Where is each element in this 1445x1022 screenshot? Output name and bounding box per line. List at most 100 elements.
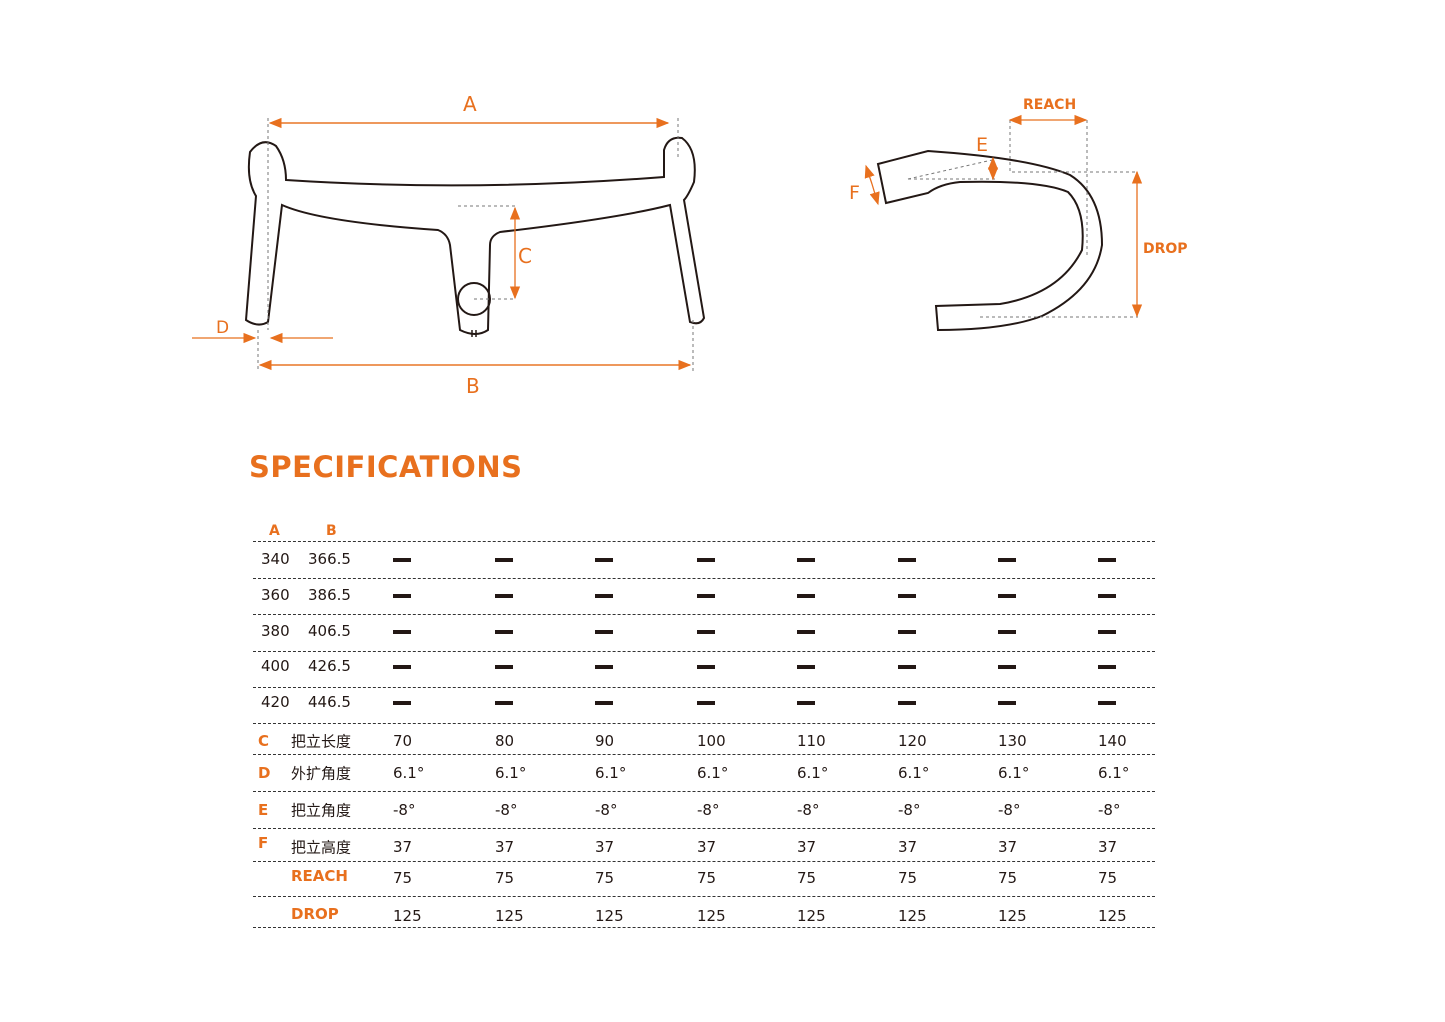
empty-dash [1098,594,1116,598]
header-a: A [269,523,280,539]
empty-dash [998,665,1016,669]
spec-label: DROP [291,905,339,923]
width-a-value: 420 [261,693,290,711]
front-view-diagram: A B C D [192,92,706,398]
row-divider [253,754,1155,755]
spec-value: 37 [595,838,615,856]
row-divider [253,578,1155,579]
empty-dash [898,701,916,705]
width-b-value: 426.5 [308,657,351,675]
empty-dash [697,558,715,562]
empty-dash [797,665,815,669]
empty-dash [697,665,715,669]
spec-value: 6.1° [797,764,829,782]
spec-label: 把立长度 [291,732,352,751]
width-a-value: 340 [261,550,290,568]
spec-value: -8° [393,801,416,819]
spec-value: 37 [797,838,817,856]
empty-dash [595,701,613,705]
empty-dash [898,594,916,598]
empty-dash [697,630,715,634]
spec-value: 6.1° [1098,764,1130,782]
width-b-value: 386.5 [308,586,351,604]
width-b-value: 366.5 [308,550,351,568]
spec-label: 把立角度 [291,801,352,820]
spec-value: 37 [697,838,717,856]
row-divider [253,614,1155,615]
spec-value: 6.1° [898,764,930,782]
empty-dash [393,594,411,598]
row-divider [253,541,1155,542]
row-divider [253,861,1155,862]
label-d: D [216,318,229,338]
empty-dash [797,630,815,634]
empty-dash [393,630,411,634]
label-a: A [463,92,477,116]
page-title: SPECIFICATIONS [249,450,523,484]
spec-value: 37 [495,838,515,856]
spec-value: 37 [898,838,918,856]
label-f: F [849,182,860,204]
spec-label: REACH [291,867,348,885]
spec-value: 125 [697,907,726,925]
spec-value: 125 [898,907,927,925]
spec-value: -8° [697,801,720,819]
spec-value: 6.1° [393,764,425,782]
label-reach: REACH [1023,97,1076,113]
spec-value: 75 [898,869,918,887]
width-b-value: 446.5 [308,693,351,711]
width-a-value: 400 [261,657,290,675]
empty-dash [898,558,916,562]
spec-value: -8° [797,801,820,819]
spec-value: 140 [1098,732,1127,750]
empty-dash [1098,665,1116,669]
width-a-value: 380 [261,622,290,640]
spec-value: -8° [898,801,921,819]
spec-value: 37 [393,838,413,856]
spec-value: -8° [595,801,618,819]
spec-value: 125 [998,907,1027,925]
spec-value: 75 [797,869,817,887]
spec-value: 6.1° [697,764,729,782]
empty-dash [797,594,815,598]
empty-dash [998,630,1016,634]
empty-dash [495,558,513,562]
spec-key: C [258,732,270,750]
empty-dash [393,665,411,669]
empty-dash [697,701,715,705]
spec-value: 75 [393,869,413,887]
empty-dash [797,701,815,705]
empty-dash [495,630,513,634]
row-divider [253,927,1155,928]
label-e: E [976,134,988,156]
spec-value: 100 [697,732,726,750]
spec-value: 130 [998,732,1027,750]
empty-dash [1098,558,1116,562]
spec-value: 125 [797,907,826,925]
spec-label: 外扩角度 [291,764,352,783]
spec-value: 75 [595,869,615,887]
spec-key: E [258,801,269,819]
empty-dash [998,558,1016,562]
spec-value: 110 [797,732,826,750]
empty-dash [595,558,613,562]
row-divider [253,687,1155,688]
spec-value: 70 [393,732,413,750]
spec-value: 37 [998,838,1018,856]
spec-value: 75 [495,869,515,887]
empty-dash [898,630,916,634]
empty-dash [1098,630,1116,634]
empty-dash [495,665,513,669]
spec-value: 80 [495,732,515,750]
spec-value: 120 [898,732,927,750]
spec-value: 90 [595,732,615,750]
spec-key: D [258,764,271,782]
row-divider [253,791,1155,792]
spec-value: 125 [393,907,422,925]
spec-key: F [258,834,269,852]
empty-dash [998,594,1016,598]
row-divider [253,896,1155,897]
empty-dash [697,594,715,598]
width-a-value: 360 [261,586,290,604]
empty-dash [998,701,1016,705]
